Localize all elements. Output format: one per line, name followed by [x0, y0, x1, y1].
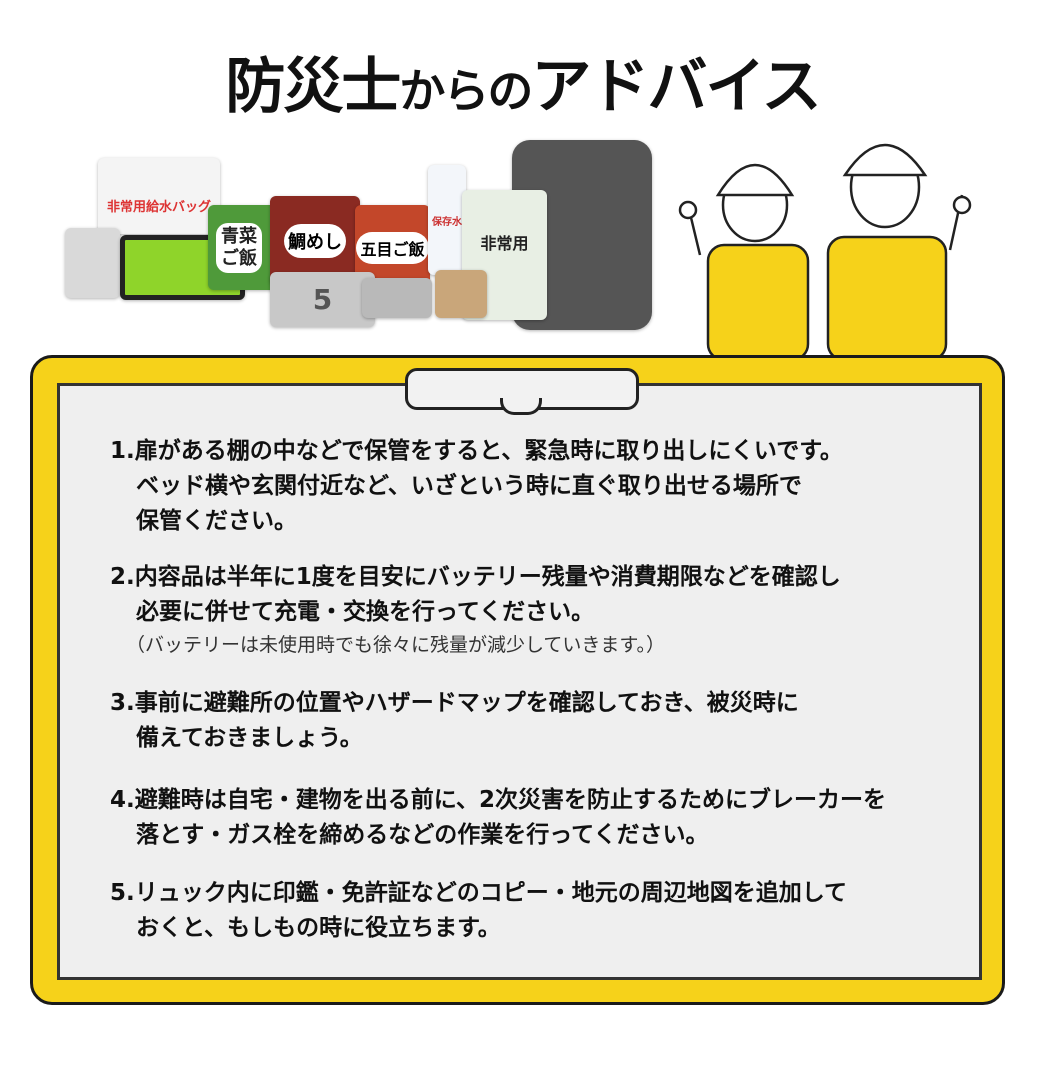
- advice-line: ベッド横や玄関付近など、いざという時に直ぐ取り出せる場所で: [136, 473, 802, 499]
- title-connector: からの: [399, 64, 533, 118]
- product-label: 5: [312, 283, 333, 316]
- advice-line: 4.避難時は自宅・建物を出る前に、2次災害を防止するためにブレーカーを: [110, 787, 887, 813]
- advice-line: 3.事前に避難所の位置やハザードマップを確認しておき、被災時に: [110, 690, 799, 716]
- rescuers-illustration: [678, 143, 972, 360]
- product-label: 非常用給水バッグ: [106, 199, 211, 215]
- title-main: 防災士: [225, 52, 401, 122]
- rice-pack-red: 鯛めし: [270, 196, 360, 286]
- advice-panel: [57, 383, 982, 980]
- advice-note: （バッテリーは未使用時でも徐々に残量が減少していきます。）: [126, 634, 666, 656]
- advice-line: 保管ください。: [136, 508, 297, 534]
- title-tail: アドバイス: [531, 52, 821, 122]
- clipboard-clip-tab: [500, 398, 542, 415]
- advice-line: 落とす・ガス栓を締めるなどの作業を行ってください。: [136, 822, 709, 848]
- person-right: [826, 143, 972, 360]
- advice-line: 2.内容品は半年に1度を目安にバッテリー残量や消費期限などを確認し: [110, 564, 841, 590]
- person-left: [678, 163, 810, 360]
- water-bottle: 保存水: [428, 165, 466, 275]
- product-label: 五目ご飯: [356, 231, 429, 264]
- product-label: 非常用: [480, 234, 529, 253]
- product-label: 鯛めし: [284, 224, 346, 258]
- advice-line: おくと、もしもの時に役立ちます。: [136, 915, 501, 941]
- advice-item-3: 3.事前に避難所の位置やハザードマップを確認しておき、被災時に 備えておきましょ…: [110, 686, 950, 756]
- advice-line: 1.扉がある棚の中などで保管をすると、緊急時に取り出しにくいです。: [110, 438, 843, 464]
- water-bag: 非常用給水バッグ: [98, 158, 220, 234]
- advice-line: 必要に併せて充電・交換を行ってください。: [136, 599, 595, 625]
- advice-line: 備えておきましょう。: [136, 725, 363, 751]
- silver-pouch: [362, 278, 432, 318]
- advice-item-4: 4.避難時は自宅・建物を出る前に、2次災害を防止するためにブレーカーを 落とす・…: [110, 783, 950, 853]
- product-label: 保存水: [432, 216, 462, 228]
- advice-line: 5.リュック内に印鑑・免許証などのコピー・地元の周辺地図を追加して: [110, 880, 848, 906]
- cable-pack: [65, 228, 120, 298]
- foil-blanket: 5: [270, 272, 375, 327]
- advice-item-2: 2.内容品は半年に1度を目安にバッテリー残量や消費期限などを確認し 必要に併せて…: [110, 560, 950, 660]
- paper-pack: [435, 270, 487, 318]
- page-title: 防災士からのアドバイス: [0, 38, 1045, 125]
- advice-item-1: 1.扉がある棚の中などで保管をすると、緊急時に取り出しにくいです。 ベッド横や玄…: [110, 434, 950, 539]
- product-label: 青菜ご飯: [216, 222, 262, 273]
- advice-item-5: 5.リュック内に印鑑・免許証などのコピー・地元の周辺地図を追加して おくと、もし…: [110, 876, 950, 946]
